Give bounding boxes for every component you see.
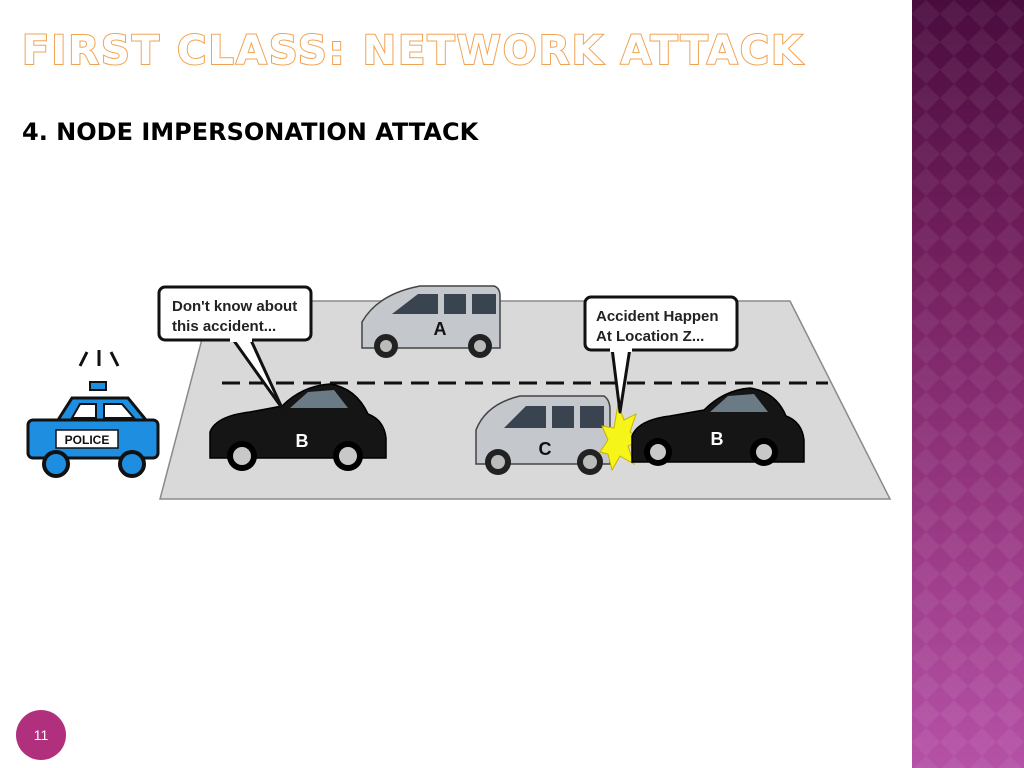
car-a: A	[361, 285, 501, 358]
police-car: POLICE	[26, 350, 160, 478]
page-number-badge: 11	[16, 710, 66, 760]
node-impersonation-illustration: POLICE A B C B	[26, 285, 892, 500]
car-c-label: C	[539, 439, 552, 459]
police-label: POLICE	[65, 433, 110, 447]
slide-title: FIRST CLASS: NETWORK ATTACK	[21, 27, 805, 75]
slide-subtitle: 4. NODE IMPERSONATION ATTACK	[22, 118, 479, 146]
bubble-left-line-2: this accident...	[172, 318, 276, 335]
decorative-side-band	[912, 0, 1024, 768]
car-b-left: B	[209, 383, 387, 471]
car-b-left-label: B	[296, 431, 309, 451]
speech-bubble-left: Don't know about this accident...	[157, 285, 313, 410]
speech-bubble-right: Accident Happen At Location Z...	[583, 295, 739, 414]
bubble-right-line-2: At Location Z...	[596, 328, 704, 345]
car-b-right-label: B	[711, 429, 724, 449]
crash-burst-icon	[599, 402, 644, 472]
car-c: C	[475, 395, 611, 475]
bubble-left-line-1: Don't know about	[172, 298, 297, 315]
diamond-pattern	[912, 0, 1024, 768]
car-a-label: A	[434, 319, 447, 339]
bubble-right-line-1: Accident Happen	[596, 308, 719, 325]
car-b-right: B	[631, 387, 805, 466]
